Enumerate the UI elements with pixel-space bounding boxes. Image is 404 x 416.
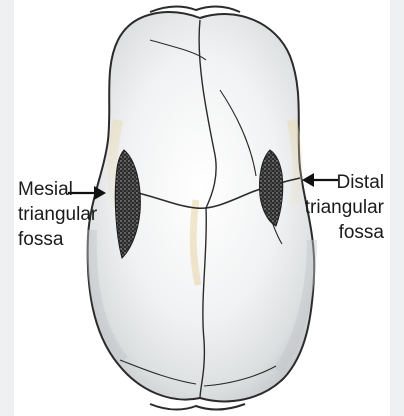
root-bottom: [150, 404, 245, 410]
distal-fossa-label: Distal triangular fossa: [305, 170, 384, 245]
mesial-fossa-label: Mesial triangular fossa: [18, 177, 97, 252]
root-top: [150, 6, 240, 12]
